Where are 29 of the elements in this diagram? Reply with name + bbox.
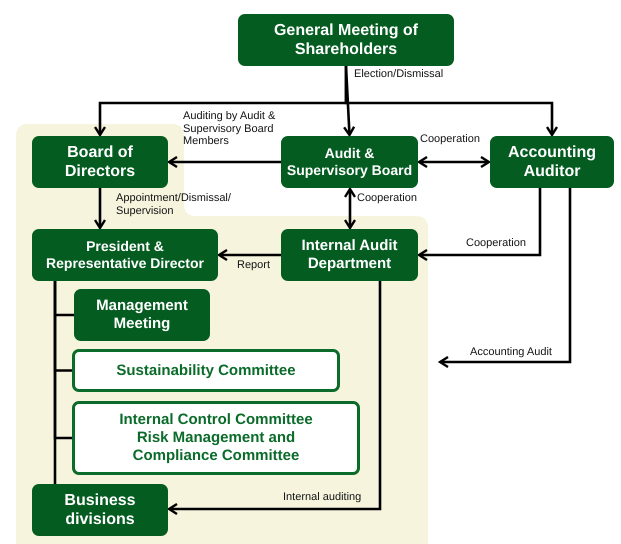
edge-label: Appointment/Dismissal/ Supervision: [116, 192, 232, 218]
edge-label: Election/Dismissal: [354, 68, 444, 81]
edge-label: Accounting Audit: [470, 346, 553, 359]
arrow: [168, 281, 382, 516]
arrow: [438, 188, 572, 368]
organization-box: Internal Audit Department: [281, 229, 418, 281]
arrow: [418, 188, 542, 262]
edge-label: Cooperation: [357, 192, 418, 205]
arrow: [344, 66, 558, 136]
organization-box: Audit & Supervisory Board: [281, 136, 418, 188]
edge-label: Internal auditing: [283, 491, 362, 504]
organization-box: Management Meeting: [74, 289, 210, 341]
edge-label: Report: [237, 259, 272, 272]
organization-box: Board of Directors: [32, 136, 168, 188]
arrow: [218, 248, 281, 262]
edge-label: Auditing by Audit & Supervisory Board Members: [183, 110, 276, 148]
arrow: [94, 188, 106, 230]
organization-box: Accounting Auditor: [490, 136, 614, 188]
connector-line: [54, 281, 56, 484]
organization-box: General Meeting of Shareholders: [238, 14, 454, 66]
arrow: [344, 188, 356, 230]
arrow: [168, 156, 281, 168]
committee-box: Internal Control Committee Risk Management and Compliance Committee: [72, 401, 360, 475]
edge-label: Cooperation: [466, 237, 527, 250]
committee-box: Sustainability Committee: [72, 349, 340, 392]
organization-box: President & Representative Director: [32, 229, 218, 281]
arrow: [418, 156, 490, 168]
edge-label: Cooperation: [420, 133, 481, 146]
organization-box: Business divisions: [32, 484, 168, 536]
